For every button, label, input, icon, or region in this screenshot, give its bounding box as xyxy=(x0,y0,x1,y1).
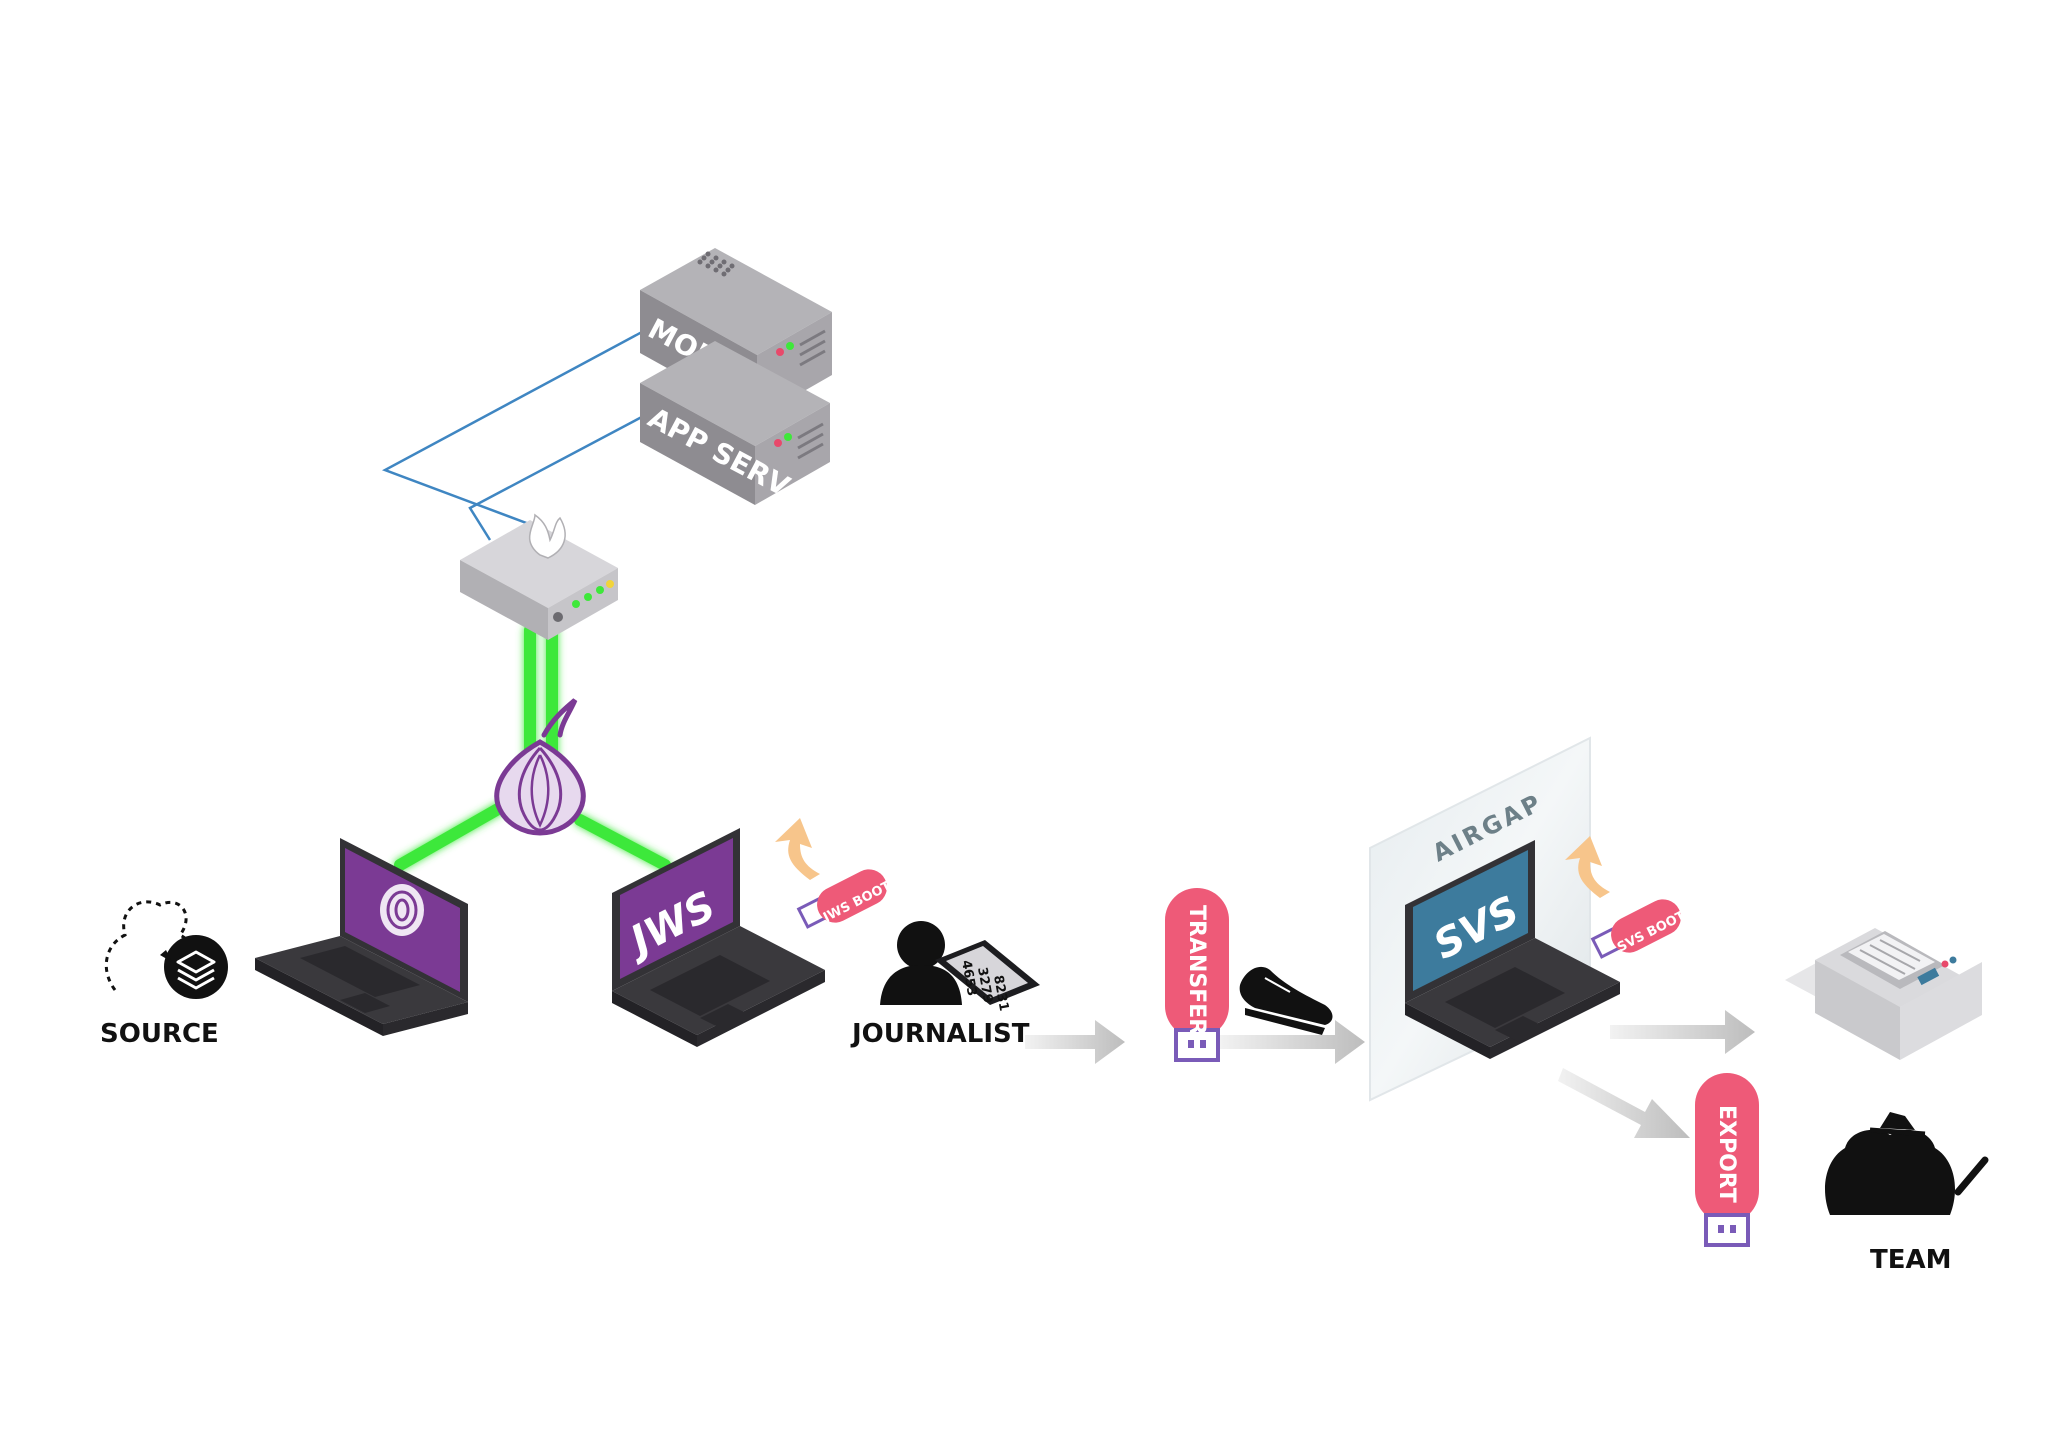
usb-transfer: TRANSFER xyxy=(1165,888,1229,1062)
mon-server-led-red xyxy=(776,348,784,356)
svs-laptop: SVS xyxy=(1405,840,1620,1059)
phone-code-3: 8231 xyxy=(990,974,1011,1012)
pen-icon xyxy=(1954,1156,1989,1196)
arrow-transfer-to-svs xyxy=(1220,1020,1365,1064)
flow-arrows xyxy=(1025,1010,1755,1138)
usb-transfer-label: TRANSFER xyxy=(1184,905,1209,1035)
source-icon xyxy=(104,900,228,999)
app-server-led-green xyxy=(784,433,792,441)
usb-svs-boot: SVS BOOT xyxy=(1590,899,1688,959)
printer-icon xyxy=(1785,928,1982,1060)
journalist-label: JOURNALIST xyxy=(850,1019,1030,1049)
firewall xyxy=(460,513,618,640)
network-links xyxy=(394,624,671,871)
svs-boot-arrow-icon xyxy=(1565,836,1610,898)
arrow-journalist-to-transfer xyxy=(1025,1020,1125,1064)
jws-laptop: JWS xyxy=(612,828,825,1047)
documents-icon xyxy=(176,950,216,990)
tor-onion-icon xyxy=(494,698,586,836)
mon-server-vent xyxy=(697,251,735,277)
phone-code-2: 3279 xyxy=(974,966,995,1004)
usb-export: EXPORT xyxy=(1695,1073,1759,1247)
sneaker-icon xyxy=(1239,966,1333,1035)
flame-icon xyxy=(528,513,566,559)
journalist-icon xyxy=(880,921,962,1005)
mon-server-led-green xyxy=(786,342,794,350)
arrow-svs-to-export xyxy=(1558,1068,1690,1138)
arrow-svs-to-printer xyxy=(1610,1010,1755,1054)
two-factor-phone: 4653 3279 8231 xyxy=(935,940,1040,1012)
source-laptop xyxy=(255,838,468,1036)
tor-browser-icon xyxy=(380,884,424,936)
app-server-led-red xyxy=(774,439,782,447)
jws-boot-arrow-icon xyxy=(775,818,820,880)
team-icon xyxy=(1825,1112,1989,1215)
phone-code-1: 4653 xyxy=(958,959,979,997)
server-cables xyxy=(381,323,656,541)
source-label: SOURCE xyxy=(100,1019,219,1049)
team-label: TEAM xyxy=(1870,1245,1952,1275)
usb-export-label: EXPORT xyxy=(1714,1105,1739,1203)
